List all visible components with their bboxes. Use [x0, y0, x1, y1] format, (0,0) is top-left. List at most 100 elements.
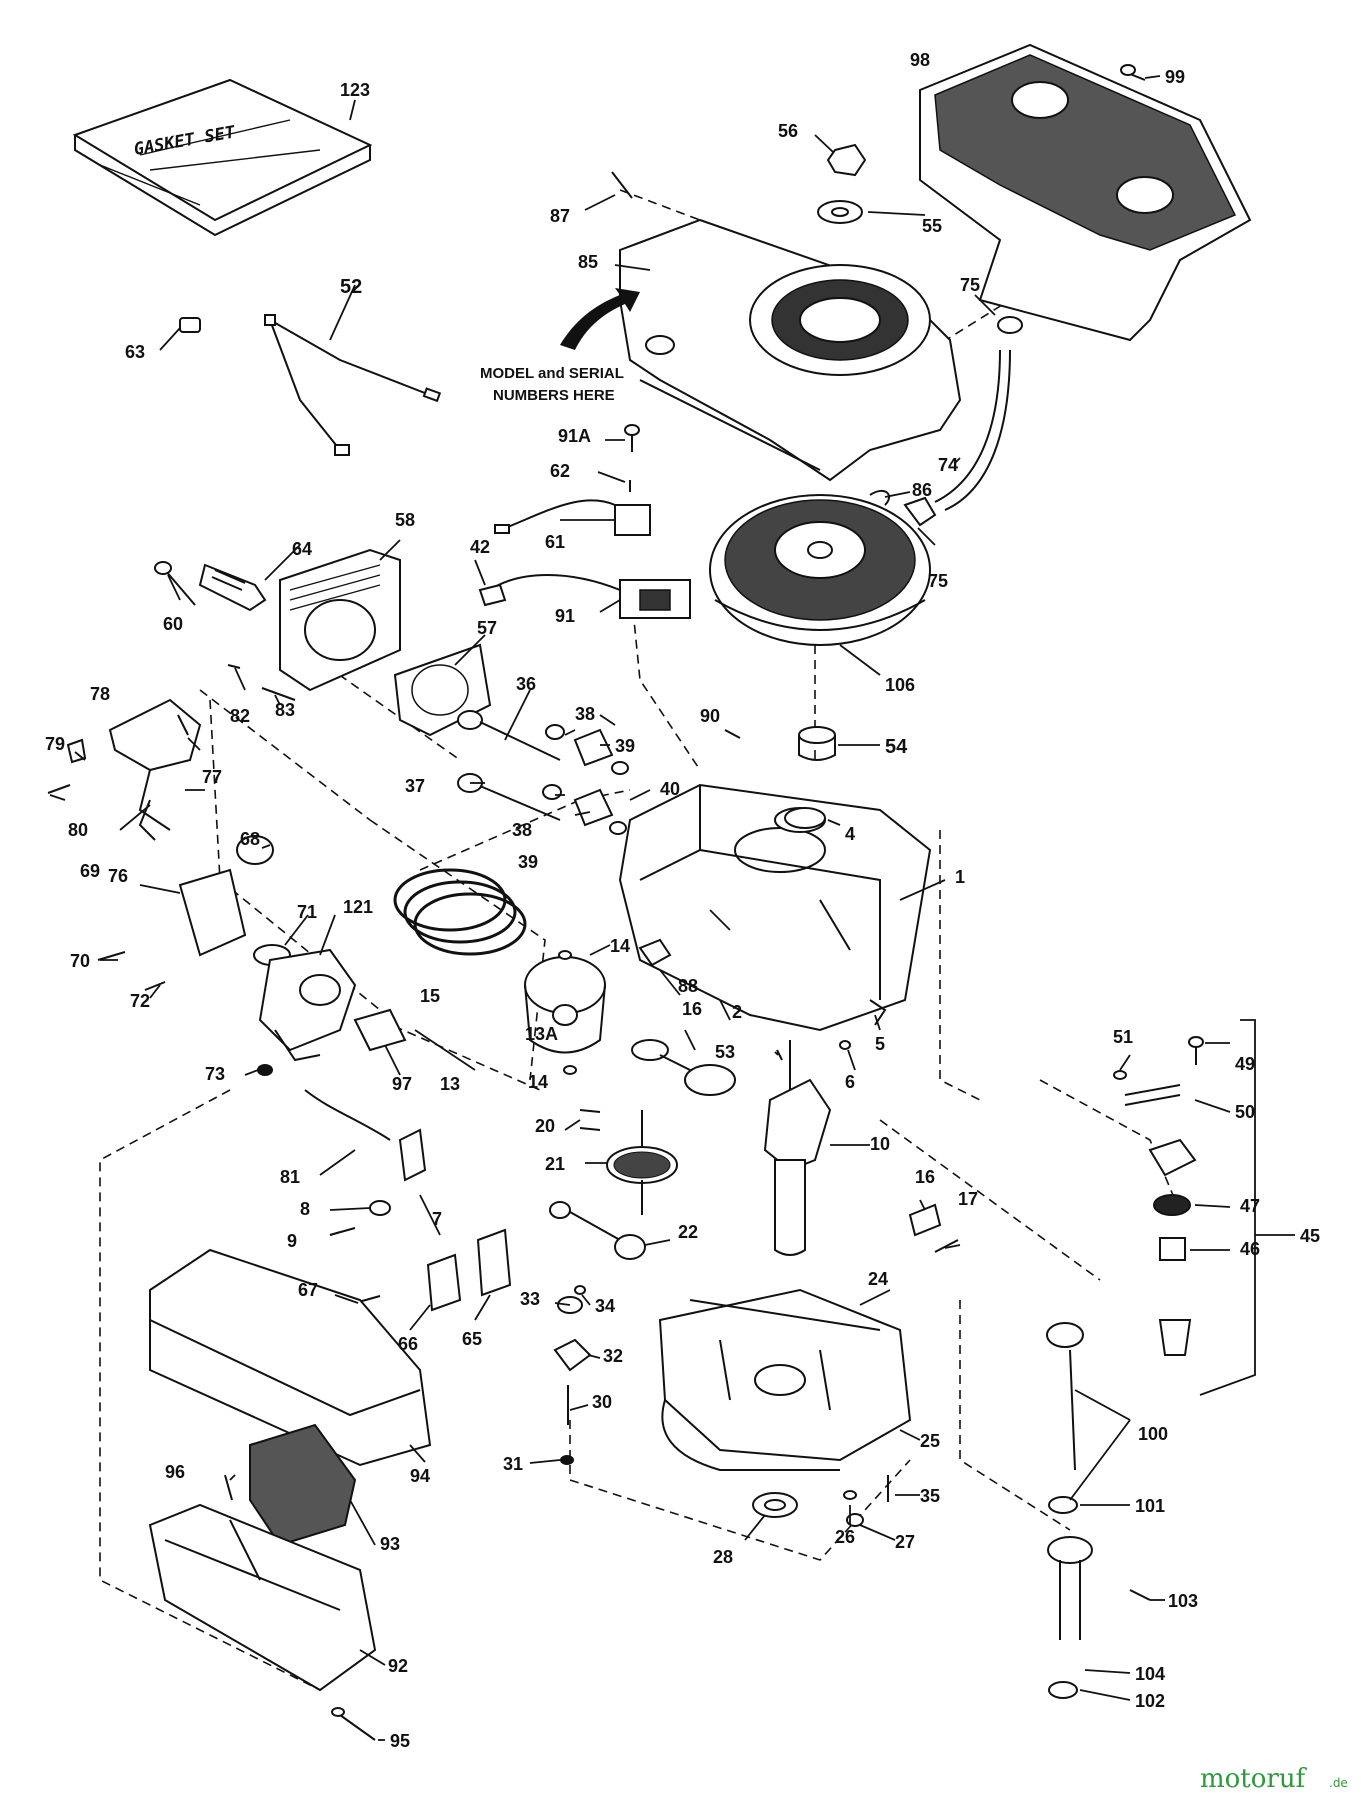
- part-73-needle: [257, 1064, 273, 1076]
- label-90: 90: [700, 706, 720, 726]
- part-7-bracket: [398, 1128, 427, 1182]
- part-40-keeper-a: [611, 761, 629, 775]
- label-69: 69: [80, 861, 100, 881]
- camshaft-gear: [606, 1110, 678, 1215]
- part-26-washer: [843, 1490, 857, 1500]
- label-60: 60: [163, 614, 183, 634]
- watermark-main: motoruf: [1200, 1764, 1308, 1794]
- label-8: 8: [300, 1199, 310, 1219]
- label-50: 50: [1235, 1102, 1255, 1122]
- label-103: 103: [1168, 1591, 1198, 1611]
- air-cleaner-cover: [919, 43, 1252, 342]
- label-51: 51: [1113, 1027, 1133, 1047]
- part-17-screw: [934, 1239, 959, 1253]
- label-68: 68: [240, 829, 260, 849]
- part-88-gasket: [638, 938, 672, 967]
- flywheel: [709, 494, 931, 646]
- label-20: 20: [535, 1116, 555, 1136]
- part-75-clamp: [903, 496, 937, 527]
- piston: [524, 956, 606, 1054]
- label-92: 92: [388, 1656, 408, 1676]
- label-40: 40: [660, 779, 680, 799]
- label-39-bottom: 39: [518, 852, 538, 872]
- label-82: 82: [230, 706, 250, 726]
- carburetor: [258, 948, 357, 1062]
- part-80-screw: [47, 784, 71, 794]
- label-74: 74: [938, 455, 958, 475]
- label-22: 22: [678, 1222, 698, 1242]
- part-54-bushing: [798, 726, 836, 761]
- part-66-plate: [426, 1253, 462, 1312]
- label-25: 25: [920, 1431, 940, 1451]
- part-102-ring: [1048, 1681, 1078, 1699]
- part-91-armature: [489, 574, 691, 619]
- part-27-plug: [846, 1513, 864, 1527]
- label-13A: 13A: [525, 1024, 558, 1044]
- label-91: 91: [555, 606, 575, 626]
- label-87: 87: [550, 206, 570, 226]
- label-16-bottom: 16: [915, 1167, 935, 1187]
- label-57: 57: [477, 618, 497, 638]
- label-56: 56: [778, 121, 798, 141]
- label-33: 33: [520, 1289, 540, 1309]
- leader-lines: [49, 75, 1295, 1741]
- watermark: motoruf .de: [1200, 1764, 1348, 1794]
- model-note-line1: MODEL and SERIAL: [480, 365, 624, 382]
- model-serial-arrow: [560, 288, 640, 350]
- label-95: 95: [390, 1731, 410, 1751]
- part-53-key: [776, 1049, 783, 1061]
- air-filter-element: [249, 1423, 357, 1547]
- label-47: 47: [1240, 1196, 1260, 1216]
- label-80: 80: [68, 820, 88, 840]
- label-24: 24: [868, 1269, 888, 1289]
- part-83-spring: [261, 687, 296, 701]
- part-69-intake: [178, 868, 247, 957]
- label-42: 42: [470, 537, 490, 557]
- part-6-pin: [839, 1040, 851, 1050]
- crankcase-sump: [658, 1288, 912, 1471]
- part-86-clip: [869, 489, 890, 506]
- label-64: 64: [292, 539, 312, 559]
- part-42-terminal: [478, 583, 507, 607]
- watermark-suffix: .de: [1329, 1776, 1348, 1790]
- label-75-top: 75: [960, 275, 980, 295]
- label-79: 79: [45, 734, 65, 754]
- piston-rings: [393, 868, 527, 956]
- counterweight-link: [549, 1201, 646, 1260]
- label-83: 83: [275, 700, 295, 720]
- label-31: 31: [503, 1454, 523, 1474]
- part-60-screw: [164, 569, 196, 606]
- label-101: 101: [1135, 1496, 1165, 1516]
- label-61: 61: [545, 532, 565, 552]
- connecting-rod: [631, 1039, 736, 1096]
- label-100: 100: [1138, 1424, 1168, 1444]
- label-78: 78: [90, 684, 110, 704]
- valves: [457, 710, 561, 821]
- fill-tube: [1047, 1536, 1093, 1640]
- label-15: 15: [420, 986, 440, 1006]
- part-47-seal: [1153, 1194, 1191, 1216]
- part-65-gasket: [476, 1228, 512, 1297]
- part-14-clip-b: [563, 1065, 577, 1075]
- label-94: 94: [410, 1466, 430, 1486]
- part-46-bushing: [1159, 1237, 1186, 1261]
- label-21: 21: [545, 1154, 565, 1174]
- spark-plug: [198, 563, 267, 612]
- label-10: 10: [870, 1134, 890, 1154]
- label-46: 46: [1240, 1239, 1260, 1259]
- label-72: 72: [130, 991, 150, 1011]
- part-96-screw: [224, 1474, 233, 1501]
- label-121: 121: [343, 897, 373, 917]
- governor-bracket: [108, 698, 202, 831]
- part-32-plate: [553, 1338, 592, 1372]
- label-49: 49: [1235, 1054, 1255, 1074]
- label-77: 77: [202, 767, 222, 787]
- label-86: 86: [912, 480, 932, 500]
- label-7: 7: [432, 1209, 442, 1229]
- label-35: 35: [920, 1486, 940, 1506]
- part-5-tube: [869, 999, 887, 1026]
- part-90-clip: [724, 729, 741, 739]
- dipstick: [1046, 1322, 1084, 1471]
